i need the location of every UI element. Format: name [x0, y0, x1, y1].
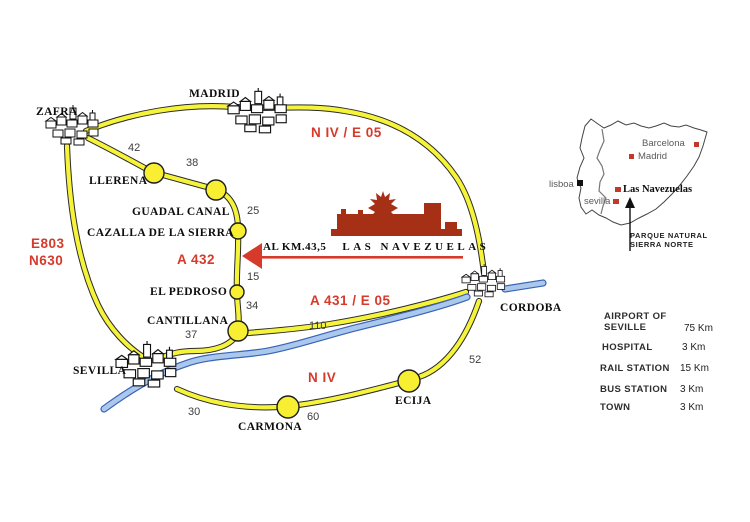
road-a431: [245, 289, 469, 336]
road-niv-north: [83, 104, 487, 276]
service-label: TOWN: [600, 402, 631, 413]
town-label-el-pedroso: EL PEDROSO: [150, 286, 228, 298]
distance-guadalcanal-cazalla: 25: [247, 205, 260, 217]
distance-el-pedroso-cantillana: 34: [246, 300, 259, 312]
town-label-cazalla: CAZALLA DE LA SIERRA: [87, 227, 234, 239]
road-label-e803: E803: [31, 236, 65, 251]
service-value: 75 Km: [684, 323, 713, 334]
service-row-rail: RAIL STATION 15 Km: [600, 363, 750, 387]
road-label-n630: N630: [29, 253, 64, 268]
town-circles: [143, 162, 421, 419]
service-label: AIRPORT OF SEVILLE: [604, 311, 667, 334]
town-circle-el-pedroso: [229, 284, 245, 300]
town-label-llerena: LLERENA: [89, 175, 148, 187]
service-label: HOSPITAL: [602, 342, 653, 353]
town-label-cantillana: CANTILLANA: [147, 315, 229, 327]
inset-label-sevilla: sevilla: [584, 196, 611, 207]
service-label: RAIL STATION: [600, 363, 670, 374]
inset-label-barcelona: Barcelona: [642, 138, 685, 149]
spain-inset-map: [576, 118, 708, 251]
town-label-guadalcanal: GUADAL CANAL: [132, 206, 230, 218]
river-east: [502, 280, 546, 292]
service-label: BUS STATION: [600, 384, 668, 395]
road-label-niv-south: N IV: [308, 370, 337, 385]
las-navezuelas-building-icon: [331, 191, 462, 236]
town-circle-guadalcanal: [205, 179, 227, 201]
town-label-cordoba: CORDOBA: [500, 302, 562, 314]
portugal-border: [596, 128, 607, 215]
distance-cantillana-sevilla: 37: [185, 329, 198, 341]
park-label-line1: PARQUE NATURAL: [630, 231, 708, 240]
distance-cordoba-cantillana: 110: [309, 320, 327, 332]
distance-cazalla-el-pedroso: 15: [247, 271, 260, 283]
distance-sevilla-carmona: 30: [188, 406, 201, 418]
distance-ecija-cordoba: 52: [469, 354, 482, 366]
road-label-a431-e05: A 431 / E 05: [310, 293, 391, 308]
service-value: 15 Km: [680, 363, 709, 374]
town-circle-carmona: [276, 395, 300, 419]
road-ecija-cordoba: [416, 298, 482, 380]
town-circle-cazalla: [229, 222, 247, 240]
road-label-a432: A 432: [177, 252, 216, 267]
distance-zafra-llerena: 42: [128, 142, 141, 154]
town-circle-cantillana: [227, 320, 249, 342]
inset-marker-las-navezuelas: [615, 187, 621, 192]
iberia-outline: [576, 118, 708, 226]
inset-label-las-navezuelas: Las Navezuelas: [623, 184, 693, 195]
road-e803: [64, 143, 146, 360]
road-carmona-ecija: [295, 380, 402, 408]
service-value: 3 Km: [682, 342, 706, 353]
destination-arrow-icon: [242, 243, 463, 269]
town-label-ecija: ECIJA: [395, 395, 432, 407]
tree-icon: [368, 191, 398, 225]
service-row-hospital: HOSPITAL 3 Km: [602, 342, 750, 366]
inset-label-madrid: Madrid: [638, 151, 668, 162]
road-fills: [64, 104, 487, 410]
service-row-bus: BUS STATION 3 Km: [600, 384, 750, 408]
destination-km-label: AL KM.43,5: [263, 241, 327, 253]
town-label-madrid: MADRID: [189, 88, 240, 100]
inset-marker-barcelona: [694, 142, 699, 147]
service-value: 3 Km: [680, 384, 704, 395]
destination-name-label: LAS NAVEZUELAS: [342, 241, 490, 253]
road-label-niv-e05-north: N IV / E 05: [311, 125, 382, 140]
town-label-carmona: CARMONA: [238, 421, 303, 433]
road-sevilla-carmona: [174, 386, 281, 410]
service-value: 3 Km: [680, 402, 704, 413]
town-circle-ecija: [397, 369, 421, 393]
inset-label-lisboa: lisboa: [549, 179, 574, 190]
distance-carmona-ecija: 60: [307, 411, 320, 423]
town-label-sevilla: SEVILLA: [73, 365, 127, 377]
town-label-zafra: ZAFRA: [36, 106, 78, 118]
inset-marker-lisboa: [577, 180, 583, 186]
town-circle-llerena: [143, 162, 165, 184]
park-label-line2: SIERRA NORTE: [630, 240, 694, 249]
inset-marker-madrid: [629, 154, 634, 159]
destination-callout: AL KM.43,5 LAS NAVEZUELAS: [263, 241, 489, 253]
distance-llerena-guadalcanal: 38: [186, 157, 199, 169]
inset-arrow-head-icon: [625, 197, 635, 208]
service-row-airport: AIRPORT OF SEVILLE 75 Km: [604, 311, 750, 335]
service-row-town: TOWN 3 Km: [600, 402, 750, 426]
inset-marker-sevilla: [613, 199, 619, 204]
